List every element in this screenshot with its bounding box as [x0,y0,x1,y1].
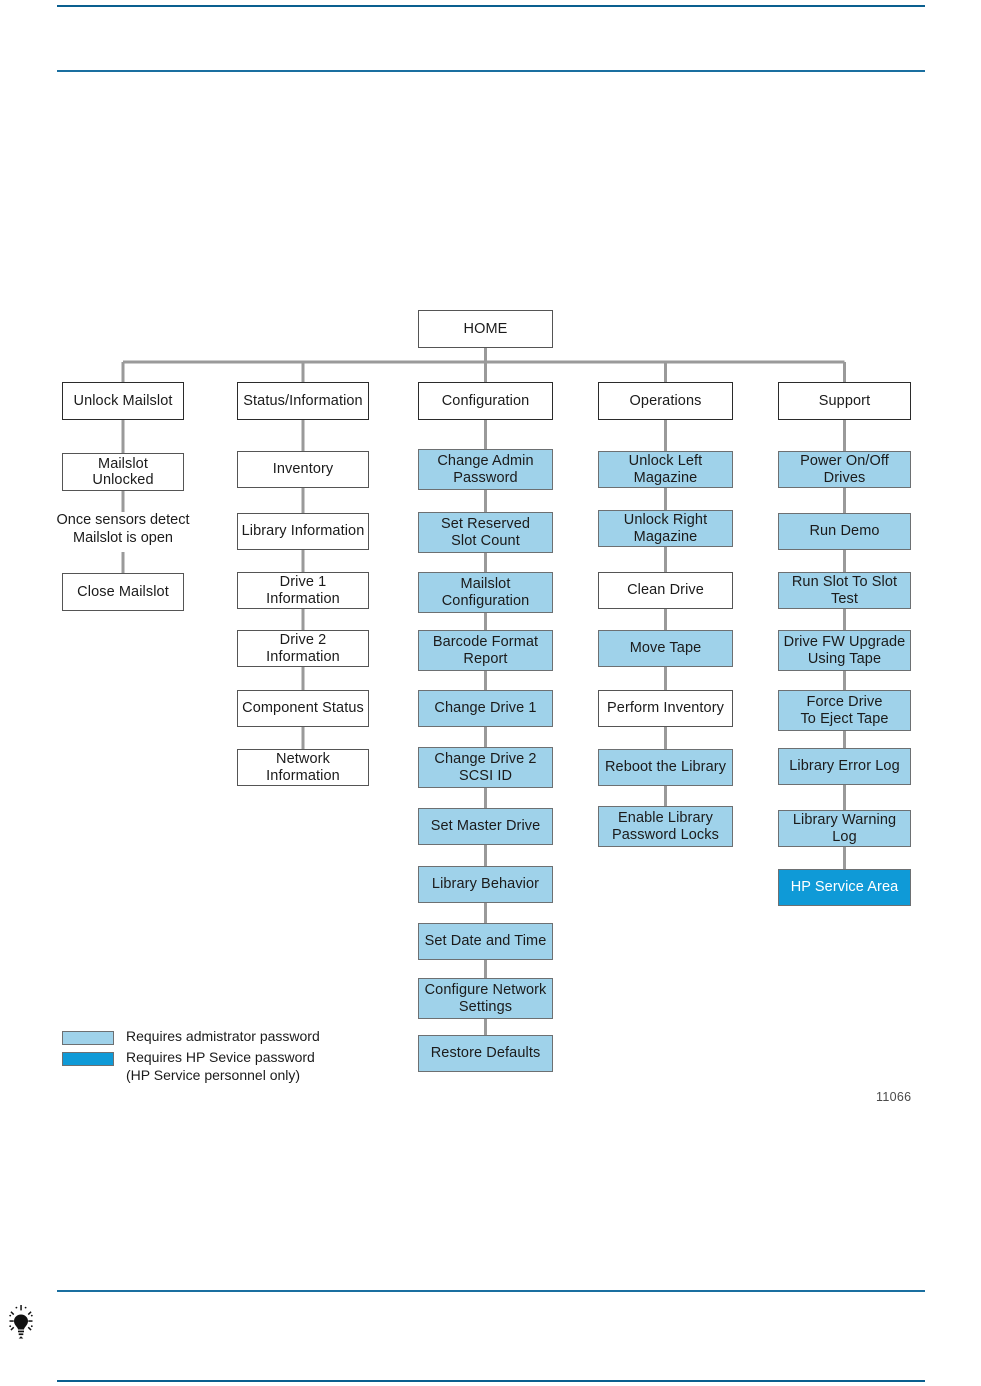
node-support-item-6[interactable]: Library Warning Log [778,810,911,847]
annotation-unlock-mailslot-1: Once sensors detect Mailslot is open [56,512,190,546]
node-configuration-item-3[interactable]: Barcode Format Report [418,630,553,671]
figure-id: 11066 [876,1090,912,1104]
node-support-item-3[interactable]: Drive FW Upgrade Using Tape [778,630,911,671]
node-operations-item-6[interactable]: Enable Library Password Locks [598,806,733,847]
node-status-information-item-0[interactable]: Inventory [237,451,369,488]
node-configuration-item-5[interactable]: Change Drive 2 SCSI ID [418,747,553,788]
node-support-item-0[interactable]: Power On/Off Drives [778,451,911,488]
node-operations-item-3[interactable]: Move Tape [598,630,733,667]
legend: Requires admistrator password Requires H… [62,1028,320,1088]
legend-label-service: Requires HP Sevice password (HP Service … [126,1048,315,1083]
node-operations-item-1[interactable]: Unlock Right Magazine [598,510,733,547]
node-unlock-mailslot-item-2[interactable]: Close Mailslot [62,573,184,611]
legend-label-admin: Requires admistrator password [126,1028,320,1044]
node-support[interactable]: Support [778,382,911,420]
node-configuration-item-4[interactable]: Change Drive 1 [418,690,553,727]
node-configuration-item-2[interactable]: Mailslot Configuration [418,572,553,613]
page-rule-top-inner [57,70,925,72]
node-support-item-4[interactable]: Force Drive To Eject Tape [778,690,911,731]
node-operations-item-0[interactable]: Unlock Left Magazine [598,451,733,488]
legend-swatch-admin [62,1031,114,1045]
legend-item-admin: Requires admistrator password [62,1028,320,1046]
node-support-item-7[interactable]: HP Service Area [778,869,911,906]
node-support-item-5[interactable]: Library Error Log [778,748,911,785]
node-home[interactable]: HOME [418,310,553,348]
node-operations-item-5[interactable]: Reboot the Library [598,749,733,786]
page-rule-bottom-outer [57,1380,925,1382]
node-status-information-item-4[interactable]: Component Status [237,690,369,727]
node-status-information-item-5[interactable]: Network Information [237,749,369,786]
node-status-information-item-2[interactable]: Drive 1 Information [237,572,369,609]
node-operations-item-2[interactable]: Clean Drive [598,572,733,609]
node-configuration-item-8[interactable]: Set Date and Time [418,923,553,960]
node-configuration-item-6[interactable]: Set Master Drive [418,808,553,845]
lightbulb-tip-icon [9,1305,33,1339]
node-unlock-mailslot-item-0[interactable]: Mailslot Unlocked [62,453,184,491]
node-operations-item-4[interactable]: Perform Inventory [598,690,733,727]
node-configuration[interactable]: Configuration [418,382,553,420]
node-operations[interactable]: Operations [598,382,733,420]
node-configuration-item-9[interactable]: Configure Network Settings [418,978,553,1019]
legend-swatch-service [62,1051,114,1066]
node-status-information-item-1[interactable]: Library Information [237,513,369,550]
node-configuration-item-0[interactable]: Change Admin Password [418,449,553,490]
node-unlock-mailslot[interactable]: Unlock Mailslot [62,382,184,420]
node-configuration-item-10[interactable]: Restore Defaults [418,1035,553,1072]
node-support-item-2[interactable]: Run Slot To Slot Test [778,572,911,609]
page-rule-top-outer [57,5,925,7]
node-configuration-item-1[interactable]: Set Reserved Slot Count [418,512,553,553]
legend-item-service: Requires HP Sevice password (HP Service … [62,1049,320,1085]
node-configuration-item-7[interactable]: Library Behavior [418,866,553,903]
node-status-information[interactable]: Status/Information [237,382,369,420]
node-status-information-item-3[interactable]: Drive 2 Information [237,630,369,667]
page-rule-bottom-inner [57,1290,925,1292]
node-support-item-1[interactable]: Run Demo [778,513,911,550]
